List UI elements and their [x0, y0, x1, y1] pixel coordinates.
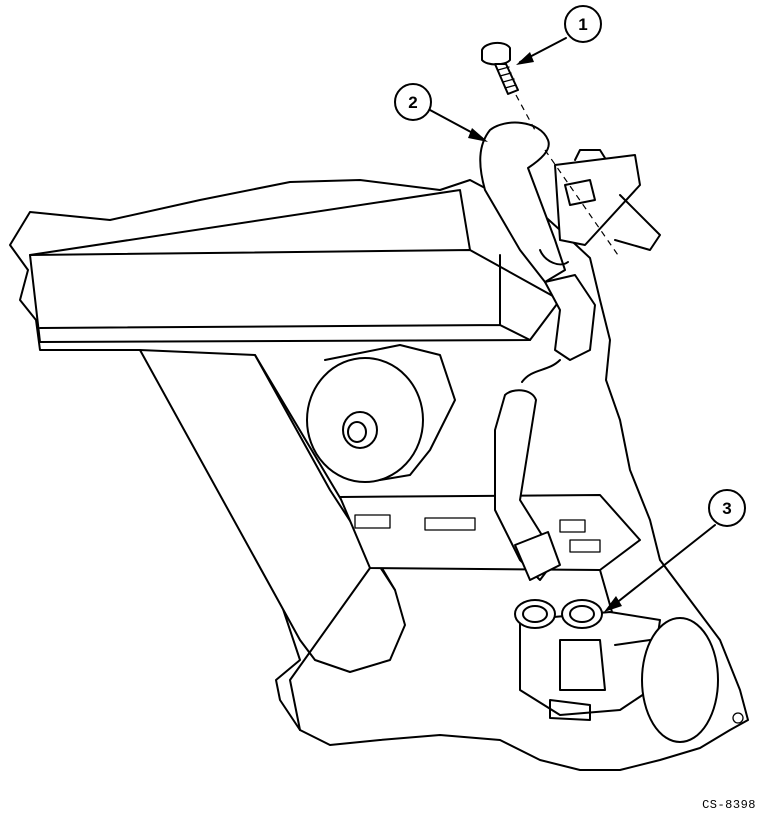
callout-1: 1	[516, 6, 601, 65]
connector-port-left-inner	[523, 606, 547, 622]
roller-hub-inner	[348, 422, 366, 442]
end-disc	[642, 618, 718, 742]
screw-head	[482, 43, 510, 65]
callout-3-label: 3	[722, 499, 731, 518]
callout-2-arrowhead	[468, 128, 488, 142]
callout-1-label: 1	[578, 15, 587, 34]
console-top	[340, 495, 640, 570]
callout-2-label: 2	[408, 93, 417, 112]
callout-2: 2	[395, 84, 488, 142]
callout-1-arrowhead	[516, 52, 534, 65]
figure-id-label: CS-8398	[702, 798, 756, 812]
connector-port-right-inner	[570, 606, 594, 622]
